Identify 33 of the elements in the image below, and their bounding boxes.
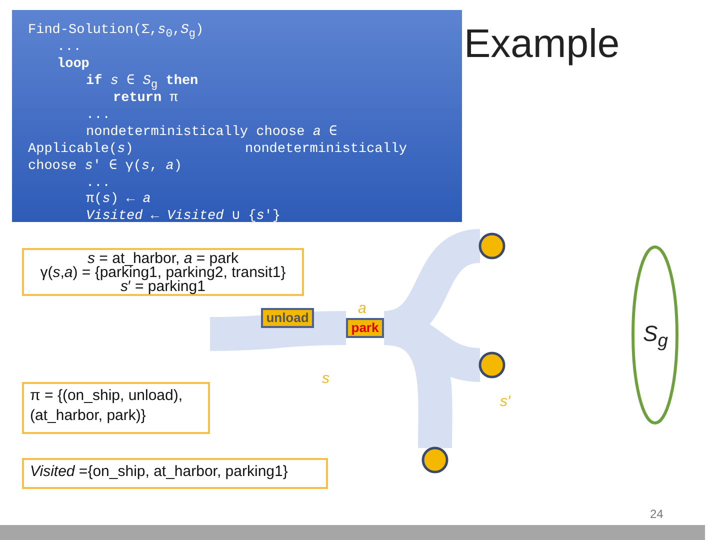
code-line: nondeterministically choose a ∈: [86, 125, 338, 141]
state-circle: [478, 352, 506, 378]
transition-band: [210, 311, 346, 351]
action-tag: unload: [261, 308, 314, 328]
state-variable: s′: [500, 393, 510, 410]
code-panel: [12, 10, 462, 222]
code-line: Find-Solution(Σ,s$_{0}$,S$_{g}$): [28, 23, 204, 43]
state-circle: [422, 446, 448, 474]
state-text: s = at_harbor, a = park: [86, 252, 238, 266]
action-tag: park: [346, 318, 384, 338]
state-text: s′ = parking1: [120, 280, 206, 294]
state-variable: s: [322, 370, 330, 387]
code-line: ...: [86, 108, 110, 124]
action-variable: a: [358, 300, 366, 317]
code-line: nondeterministically: [245, 142, 408, 158]
code-line: Visited ← Visited ∪ {s′}: [86, 209, 280, 222]
visited-box: Visited ={on_ship, at_harbor, parking1}: [22, 458, 328, 489]
goal-set-label: S$_{g}$: [643, 321, 668, 352]
code-line: π(s) ← a: [86, 192, 151, 208]
page-number: 24: [650, 507, 664, 521]
code-line: Applicable(s): [28, 142, 134, 158]
plan-box: π = {(on_ship, unload), (at_harbor, park)}: [22, 382, 210, 434]
slide-title: Example: [464, 22, 620, 67]
code-line: ...: [86, 176, 110, 192]
code-line: choose s′ ∈ γ(s, a): [28, 159, 182, 175]
goal-set-ellipse: [632, 246, 678, 424]
code-line: if s ∈ S$_{g}$ then: [86, 74, 198, 92]
state-circle: [478, 232, 506, 260]
code-line: ...: [57, 40, 82, 56]
state-box: [22, 248, 304, 296]
code-line: loop: [57, 57, 90, 73]
state-text: γ(s,a) = {parking1, parking2, transit1}: [39, 266, 287, 280]
code-line: return π: [113, 91, 178, 107]
